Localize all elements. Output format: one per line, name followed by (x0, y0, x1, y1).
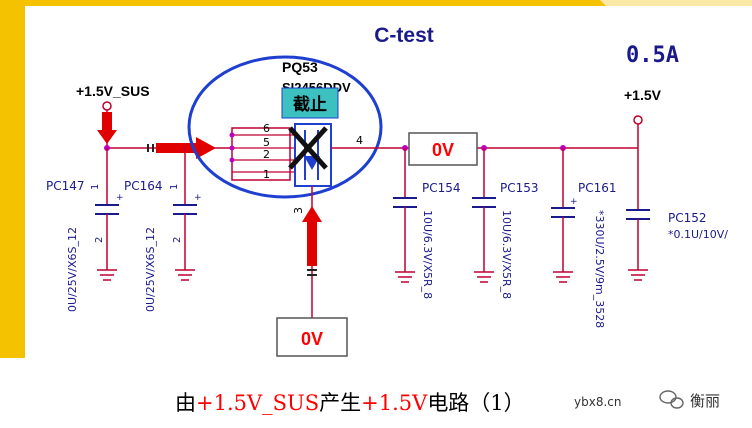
input-down-arrow-shaft (102, 112, 112, 132)
pc147-ref: PC147 (46, 179, 85, 193)
pc164-value: 0U/25V/X6S_12 (144, 227, 157, 312)
cap-pc154 (393, 148, 417, 283)
output-voltage: 0V (432, 140, 454, 160)
pc153-ref: PC153 (500, 181, 539, 195)
pin-4: 4 (356, 134, 363, 147)
output-rail-terminal (633, 115, 643, 125)
pc164-pin2: 2 (172, 237, 183, 243)
pc164-ref: PC164 (124, 179, 163, 193)
input-down-arrow-head (97, 130, 117, 144)
schematic-panel (25, 6, 752, 358)
pin-2: 2 (263, 148, 270, 161)
pc147-pin1: 1 (90, 184, 101, 190)
caption-part-1: +1.5V_SUS (196, 391, 319, 415)
caption-panel (0, 358, 752, 428)
pc152-ref: PC152 (668, 211, 707, 225)
pc154-value: 10U/6.3V/X5R_8 (421, 210, 434, 299)
title: C-test (374, 24, 434, 47)
watermark-site: ybx8.cn (574, 395, 621, 409)
mosfet-ref: PQ53 (282, 59, 318, 75)
svg-text:+: + (116, 193, 124, 203)
pc152-value: *0.1U/10V/ (668, 228, 728, 241)
output-rail-label: +1.5V (624, 87, 662, 103)
state-label: 截止 (293, 94, 327, 115)
caption-part-3: +1.5V (361, 391, 428, 415)
pc147-value: 0U/25V/X6S_12 (66, 227, 79, 312)
pc147-pin2: 2 (94, 237, 105, 243)
gate-voltage: 0V (301, 329, 323, 349)
cross-icon (288, 126, 328, 170)
pin-6: 6 (263, 122, 270, 135)
output-voltage-box (408, 132, 478, 166)
input-rail-terminal (102, 101, 112, 111)
caption-part-0: 由 (175, 391, 196, 415)
gate-up-arrow-shaft (307, 222, 317, 266)
cap-pc152 (626, 148, 650, 281)
pin-5: 5 (263, 136, 270, 149)
pc161-value: *330U/2.5V/9m_3528 (593, 210, 606, 328)
caption-part-4: 电路（1） (427, 391, 524, 415)
pin-1: 1 (263, 168, 270, 181)
current-label: 0.5A (626, 43, 679, 68)
highlight-ellipse (187, 55, 383, 199)
cap-pc147: + (95, 148, 124, 281)
pin-3: 3 (292, 207, 305, 214)
gate-up-arrow-head (302, 206, 322, 222)
state-box (281, 87, 339, 119)
gate-voltage-box (276, 317, 348, 357)
pc153-value: 10U/6.3V/X5R_8 (500, 210, 513, 299)
cap-pc161: + (551, 148, 578, 283)
caption-part-2: 产生 (319, 391, 361, 415)
wechat-icon (659, 390, 684, 409)
input-right-arrow-head (196, 137, 216, 159)
cap-pc153 (472, 148, 496, 283)
svg-text:+: + (194, 193, 202, 203)
caption: 由+1.5V_SUS产生+1.5V电路（1） (175, 391, 525, 415)
svg-text:+: + (570, 197, 578, 207)
input-rail-label: +1.5V_SUS (76, 83, 150, 99)
input-right-arrow-shaft (156, 143, 196, 153)
pc154-ref: PC154 (422, 181, 461, 195)
cap-pc164: + (173, 148, 202, 281)
pc161-ref: PC161 (578, 181, 617, 195)
watermark-author: 衡丽 (690, 392, 720, 410)
pc164-pin1: 1 (169, 184, 180, 190)
